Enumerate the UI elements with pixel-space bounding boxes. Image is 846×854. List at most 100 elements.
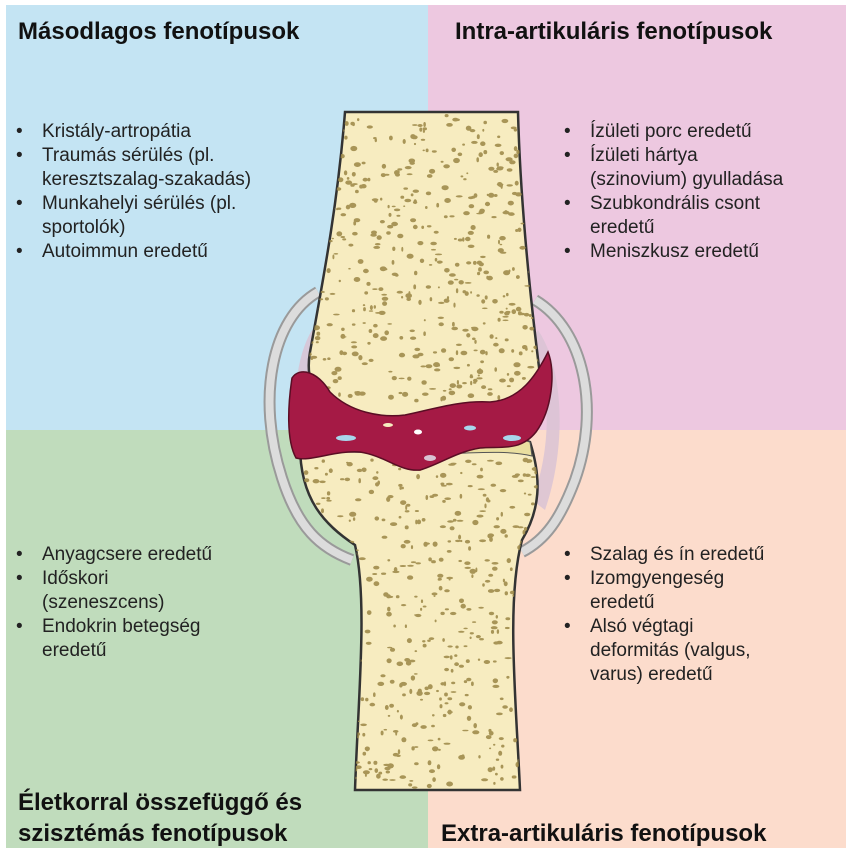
list-item-text: Munkahelyi sérülés (pl. — [42, 193, 236, 214]
bone-pore — [500, 489, 506, 492]
bone-pore — [516, 762, 520, 767]
bone-pore — [312, 697, 316, 700]
bone-pore — [498, 751, 502, 756]
bone-pore — [355, 190, 359, 194]
bone-pore — [519, 351, 523, 355]
bone-pore — [386, 231, 391, 234]
bone-pore — [492, 567, 498, 571]
bone-pore — [430, 495, 435, 498]
bone-pore — [341, 745, 346, 750]
bone-pore — [353, 721, 360, 723]
bone-pore — [518, 311, 522, 315]
bone-pore — [317, 705, 322, 707]
bone-pore — [458, 631, 465, 633]
bone-pore — [381, 294, 387, 296]
bone-pore — [507, 168, 513, 171]
bone-pore — [515, 192, 522, 196]
bone-pore — [506, 676, 509, 679]
bone-pore — [414, 399, 418, 403]
bone-pore — [387, 323, 392, 325]
bone-pore — [507, 558, 511, 563]
bone-pore — [472, 520, 478, 525]
bone-pore — [413, 225, 418, 229]
bone-pore — [392, 247, 395, 251]
bone-pore — [303, 785, 310, 789]
bone-pore — [392, 206, 396, 208]
bone-pore — [516, 276, 519, 279]
bone-pore — [502, 119, 509, 123]
bone-pore — [323, 144, 329, 148]
bone-pore — [532, 577, 539, 582]
list-item-text: Időskori — [42, 568, 109, 589]
bone-pore — [308, 208, 313, 213]
bone-pore — [541, 708, 547, 710]
bone-pore — [415, 520, 417, 525]
bone-pore — [536, 158, 541, 162]
bone-pore — [493, 641, 499, 644]
bone-pore — [455, 646, 458, 649]
bone-pore — [497, 395, 500, 400]
bone-pore — [312, 137, 318, 140]
bone-pore — [438, 286, 440, 288]
bone-pore — [333, 743, 336, 748]
bone-pore — [359, 557, 366, 560]
bone-pore — [524, 493, 526, 495]
bone-pore — [341, 640, 344, 645]
bone-pore — [457, 380, 459, 385]
bone-pore — [386, 612, 392, 617]
bone-pore — [432, 746, 438, 751]
bone-pore — [382, 779, 388, 781]
bone-pore — [522, 325, 527, 330]
bone-pore — [361, 697, 364, 701]
bone-pore — [472, 730, 479, 734]
bone-pore — [501, 745, 504, 748]
bone-pore — [415, 650, 418, 652]
bone-pore — [456, 344, 462, 346]
bone-pore — [392, 376, 397, 380]
bone-pore — [314, 181, 317, 183]
bone-pore — [507, 373, 509, 376]
bone-pore — [464, 561, 470, 565]
bone-pore — [411, 193, 414, 196]
bone-pore — [372, 198, 379, 201]
bone-pore — [462, 754, 465, 757]
bone-pore — [424, 692, 430, 695]
bone-pore — [409, 689, 412, 694]
bone-pore — [348, 667, 353, 669]
bone-pore — [459, 702, 465, 706]
bone-pore — [366, 577, 373, 582]
bone-pore — [446, 483, 453, 486]
bone-pore — [489, 537, 493, 542]
bone-pore — [352, 670, 357, 672]
bone-pore — [329, 468, 333, 473]
bone-pore — [541, 173, 546, 176]
bone-pore — [487, 460, 494, 462]
bone-pore — [473, 723, 477, 728]
bone-pore — [382, 301, 387, 306]
bone-pore — [340, 478, 344, 480]
bone-pore — [489, 612, 494, 615]
bone-pore — [534, 225, 539, 227]
bone-pore — [333, 379, 339, 383]
bone-pore — [323, 141, 327, 146]
bone-pore — [327, 268, 331, 273]
bone-pore — [476, 157, 479, 162]
bone-pore — [477, 134, 480, 139]
bone-pore — [414, 143, 416, 145]
bone-pore — [415, 510, 419, 512]
bone-pore — [427, 784, 432, 788]
bone-pore — [443, 390, 447, 392]
bone-pore — [450, 612, 456, 615]
list-item: •Szubkondrális csonteredetű — [560, 192, 783, 240]
bone-pore — [308, 178, 312, 183]
bone-pore — [435, 254, 442, 256]
list-item: •Autoimmun eredetű — [12, 240, 251, 264]
bone-pore — [532, 135, 535, 137]
bone-pore — [323, 358, 327, 361]
bone-pore — [320, 738, 325, 741]
bone-pore — [487, 392, 493, 396]
bone-pore — [327, 323, 333, 326]
bone-pore — [457, 520, 464, 522]
bone-pore — [325, 297, 329, 300]
bone-pore — [298, 562, 303, 564]
